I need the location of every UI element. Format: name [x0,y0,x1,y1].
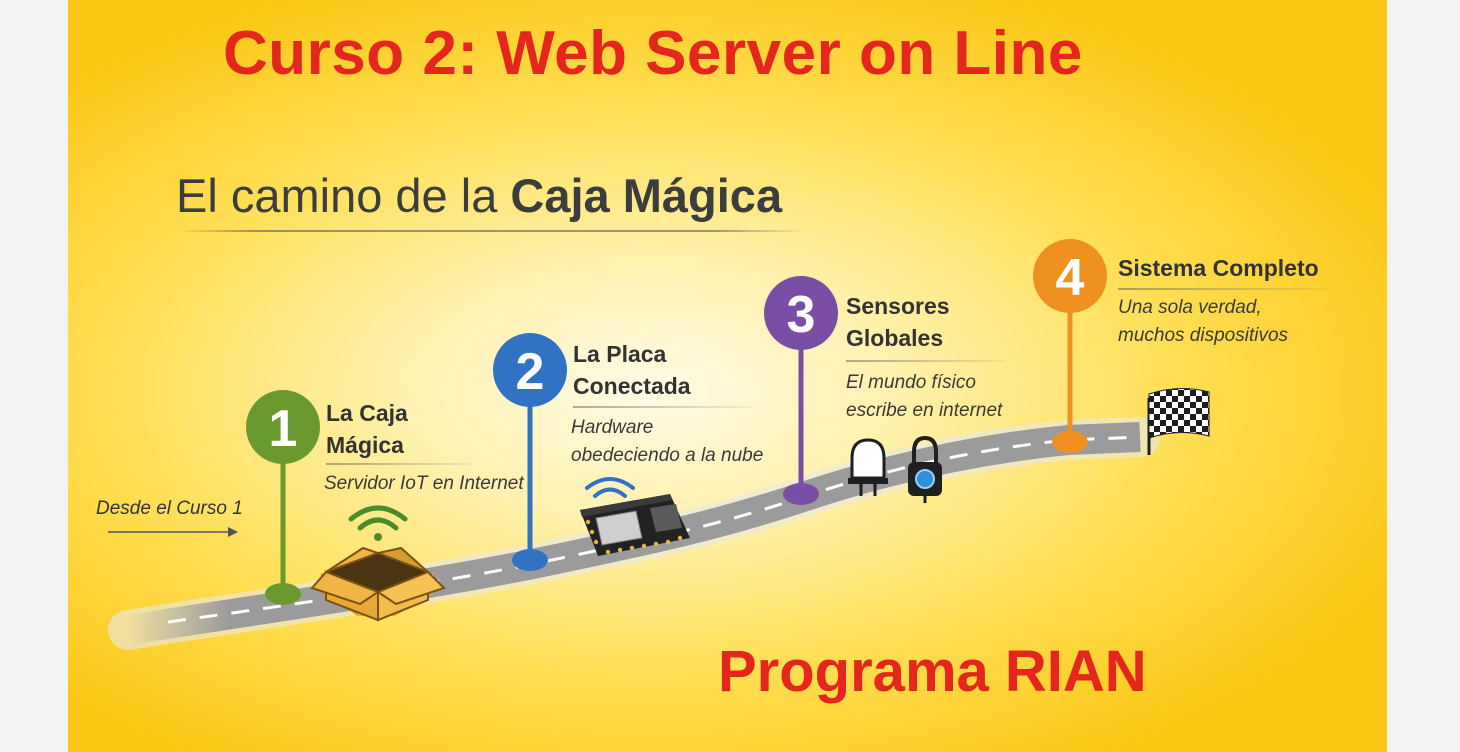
slide: Curso 2: Web Server on Line El camino de… [68,0,1387,752]
step-1-description: Servidor IoT en Internet [324,470,524,498]
step-4-desc-line-2: muchos dispositivos [1118,325,1289,346]
arrow-right-icon [108,527,238,537]
step-4-desc-line-1: Una sola verdad, [1118,297,1262,318]
step-3-desc-line-1: El mundo físico [846,372,976,393]
step-3-description: El mundo físico escribe en internet [846,369,1002,425]
roadmap-scene [108,239,1210,650]
step-4-title: Sistema Completo [1118,252,1319,284]
step-2-divider [573,406,753,408]
step-1-title-line-1: La Caja [326,400,408,426]
step-2-title: La Placa Conectada [573,338,691,402]
step-2-title-line-1: La Placa [573,341,667,367]
lock-icon [908,435,942,503]
step-4-title-line-1: Sistema Completo [1118,255,1319,281]
bulb-icon [848,438,888,496]
milestone-pin-4 [1033,239,1107,453]
step-1-title-line-2: Mágica [326,432,404,458]
step-1-desc-line-1: Servidor IoT en Internet [324,473,524,494]
step-3-title-line-2: Globales [846,325,944,351]
step-4-description: Una sola verdad, muchos dispositivos [1118,294,1288,350]
step-3-title: Sensores Globales [846,290,950,354]
finish-flag-icon [1147,388,1210,455]
subtitle-emphasis: Caja Mágica [510,169,783,222]
subtitle-underline [178,230,808,232]
milestone-pin-1 [246,390,320,605]
course-title: Curso 2: Web Server on Line [223,19,1083,88]
wifi-icon [348,505,408,541]
step-2-description: Hardware obedeciendo a la nube [571,414,763,470]
step-4-divider [1118,288,1328,290]
step-3-desc-line-2: escribe en internet [846,400,1003,421]
step-2-title-line-2: Conectada [573,373,691,399]
milestone-pin-3 [764,276,838,505]
board-icon [580,494,690,556]
right-margin [1387,0,1460,752]
milestone-pin-2 [493,333,567,571]
step-1-title: La Caja Mágica [326,397,408,461]
program-label: Programa RIAN [718,639,1147,704]
start-label: Desde el Curso 1 [96,498,243,519]
step-3-title-line-1: Sensores [846,293,950,319]
subtitle-prefix: El camino de la [176,169,511,222]
step-2-desc-line-1: Hardware [571,417,654,438]
page-subtitle: El camino de la Caja Mágica [176,168,782,223]
step-3-divider [846,360,1006,362]
step-1-divider [326,463,476,465]
box-icon [310,546,446,622]
left-margin [0,0,68,752]
wifi-icon [585,477,635,498]
step-2-desc-line-2: obedeciendo a la nube [571,445,764,466]
